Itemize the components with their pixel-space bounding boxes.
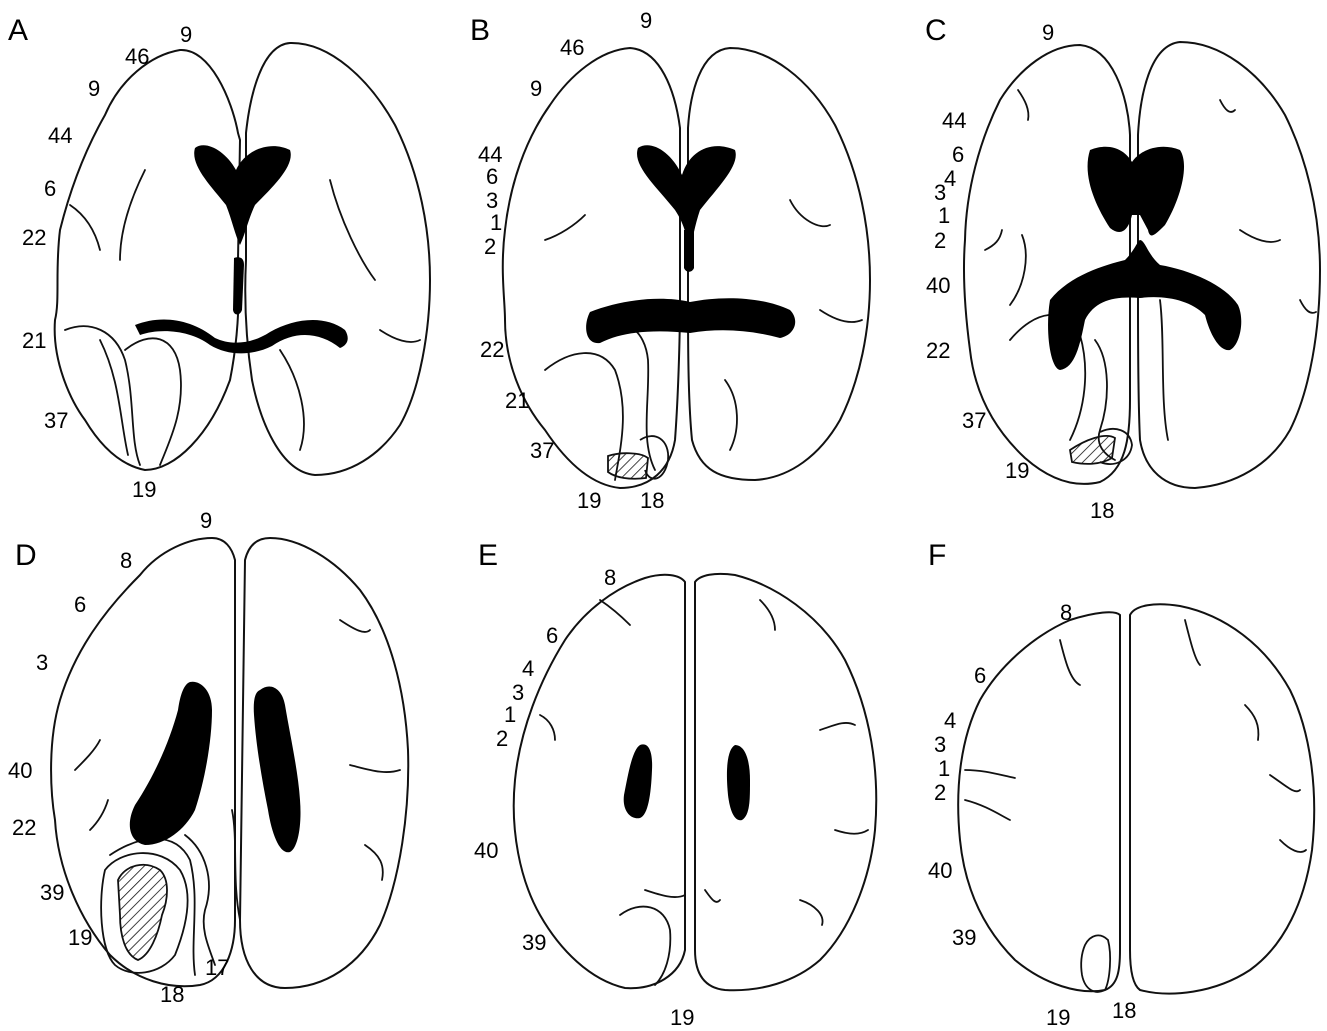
panel-e-label-3: 4 bbox=[522, 656, 534, 681]
panel-d-label-10: 18 bbox=[160, 982, 184, 1007]
panel-e-label-2: 6 bbox=[546, 623, 558, 648]
panel-b-lesion-hatched bbox=[608, 453, 648, 479]
panel-c-label-3: 6 bbox=[952, 142, 964, 167]
panel-f-label-2: 6 bbox=[974, 663, 986, 688]
panel-b-label-11: 37 bbox=[530, 438, 554, 463]
panel-c-label-8: 40 bbox=[926, 273, 950, 298]
panel-b-label-5: 6 bbox=[486, 164, 498, 189]
panel-a-label-1: 9 bbox=[180, 22, 192, 47]
panel-a-brain-outline bbox=[55, 50, 240, 470]
panel-e-label-7: 40 bbox=[474, 838, 498, 863]
panel-a-label-4: 44 bbox=[48, 123, 72, 148]
panel-label-d: D bbox=[15, 539, 37, 572]
panel-f: F 8 6 4 3 1 2 40 39 19 18 bbox=[928, 539, 1314, 1030]
panel-c-label-12: 18 bbox=[1090, 498, 1114, 523]
panel-b-right-hemisphere bbox=[688, 48, 870, 480]
panel-a-ventricle-stem bbox=[233, 257, 244, 314]
panel-f-label-6: 2 bbox=[934, 780, 946, 805]
panel-b-label-8: 2 bbox=[484, 234, 496, 259]
panel-a-label-7: 21 bbox=[22, 328, 46, 353]
panel-b-label-2: 46 bbox=[560, 35, 584, 60]
panel-e-right-hemisphere bbox=[695, 574, 876, 990]
panel-a-label-5: 6 bbox=[44, 176, 56, 201]
panel-c-label-5: 3 bbox=[934, 180, 946, 205]
panel-e-left-hemisphere bbox=[514, 575, 685, 988]
panel-f-label-9: 19 bbox=[1046, 1005, 1070, 1030]
panel-e-label-5: 1 bbox=[504, 702, 516, 727]
panel-label-c: C bbox=[925, 14, 947, 47]
panel-b: B 9 46 9 44 6 3 1 2 22 21 37 19 18 bbox=[470, 8, 870, 513]
panel-d-label-2: 8 bbox=[120, 548, 132, 573]
panel-d-label-7: 39 bbox=[40, 880, 64, 905]
panel-d-label-4: 3 bbox=[36, 650, 48, 675]
panel-f-label-7: 40 bbox=[928, 858, 952, 883]
panel-e-label-8: 39 bbox=[522, 930, 546, 955]
panel-a-label-3: 9 bbox=[88, 76, 100, 101]
panel-f-right-hemisphere bbox=[1130, 604, 1314, 993]
panel-e: E 8 6 4 3 1 2 40 39 19 bbox=[474, 539, 876, 1030]
panel-b-label-9: 22 bbox=[480, 337, 504, 362]
panel-b-label-13: 18 bbox=[640, 488, 664, 513]
panel-c-label-11: 19 bbox=[1005, 458, 1029, 483]
panel-c-label-2: 44 bbox=[942, 108, 966, 133]
panel-b-left-hemisphere bbox=[503, 48, 680, 488]
panel-c: C 9 44 6 4 3 1 2 40 22 37 19 18 bbox=[925, 14, 1320, 523]
panel-a: A 9 46 9 44 6 22 21 37 19 bbox=[8, 14, 430, 502]
panel-c-label-9: 22 bbox=[926, 338, 950, 363]
panel-label-e: E bbox=[478, 539, 498, 572]
panel-a-right-hemisphere bbox=[245, 43, 430, 475]
panel-b-label-10: 21 bbox=[505, 388, 529, 413]
panel-label-b: B bbox=[470, 14, 490, 47]
panel-label-a: A bbox=[8, 14, 28, 47]
panel-d-label-3: 6 bbox=[74, 592, 86, 617]
panel-a-label-8: 37 bbox=[44, 408, 68, 433]
panel-c-label-7: 2 bbox=[934, 228, 946, 253]
panel-c-label-10: 37 bbox=[962, 408, 986, 433]
panel-c-left-hemisphere bbox=[964, 45, 1130, 484]
panel-label-f: F bbox=[928, 539, 946, 572]
panel-e-label-6: 2 bbox=[496, 726, 508, 751]
panel-b-label-1: 9 bbox=[640, 8, 652, 33]
panel-f-label-10: 18 bbox=[1112, 998, 1136, 1023]
panel-c-label-1: 9 bbox=[1042, 20, 1054, 45]
panel-c-label-6: 1 bbox=[938, 203, 950, 228]
panel-b-label-12: 19 bbox=[577, 488, 601, 513]
panel-d-label-5: 40 bbox=[8, 758, 32, 783]
panel-f-label-3: 4 bbox=[944, 708, 956, 733]
panel-d-label-9: 17 bbox=[205, 955, 229, 980]
panel-d-label-1: 9 bbox=[200, 508, 212, 533]
panel-b-label-3: 9 bbox=[530, 76, 542, 101]
panel-e-label-9: 19 bbox=[670, 1005, 694, 1030]
panel-f-label-5: 1 bbox=[938, 756, 950, 781]
panel-d-label-8: 19 bbox=[68, 925, 92, 950]
panel-f-label-4: 3 bbox=[934, 732, 946, 757]
panel-f-label-8: 39 bbox=[952, 925, 976, 950]
panel-a-label-9: 19 bbox=[132, 477, 156, 502]
panel-d: D 9 8 6 3 40 22 39 19 17 18 bbox=[8, 508, 408, 1007]
panel-a-label-2: 46 bbox=[125, 44, 149, 69]
panel-b-ventricle-stem bbox=[684, 230, 694, 272]
panel-b-label-7: 1 bbox=[490, 210, 502, 235]
panel-d-label-6: 22 bbox=[12, 815, 36, 840]
panel-f-label-1: 8 bbox=[1060, 600, 1072, 625]
panel-a-label-6: 22 bbox=[22, 225, 46, 250]
panel-e-label-1: 8 bbox=[604, 565, 616, 590]
